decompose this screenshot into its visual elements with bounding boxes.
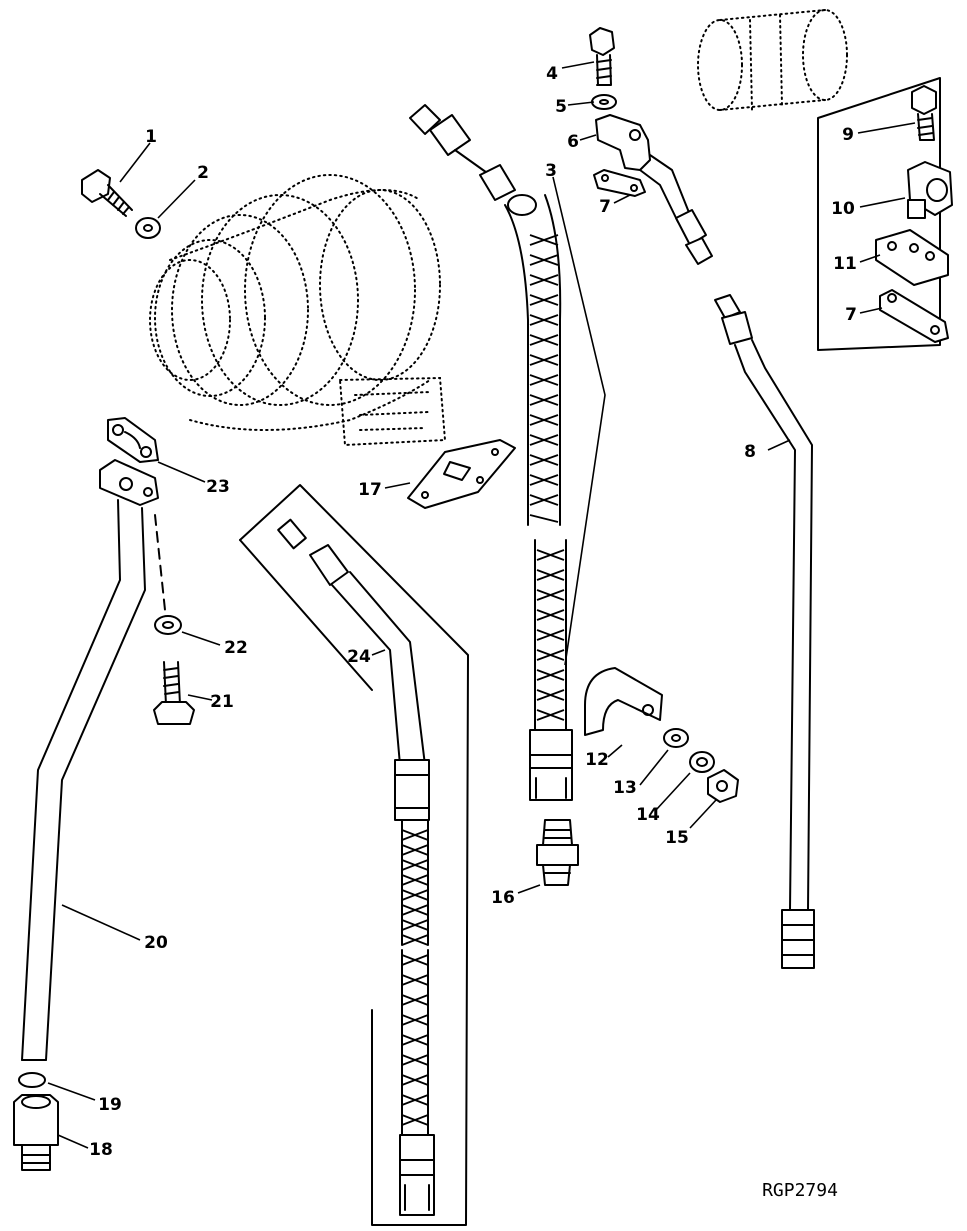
- oil-return-line-20: [21, 459, 159, 1061]
- turbocharger-phantom: [149, 174, 447, 447]
- callout-21: 21: [210, 692, 234, 712]
- gasket-7-inset: [879, 289, 949, 343]
- reference-code: RGP2794: [762, 1180, 838, 1201]
- callout-23: 23: [206, 477, 230, 497]
- hose-armor-3: [529, 234, 565, 721]
- callout-20: 20: [144, 933, 168, 953]
- housing-phantom: [697, 9, 848, 111]
- callout-2: 2: [197, 163, 209, 183]
- washer-13: [663, 728, 689, 748]
- callout-labels: 1 2 3 4 5 6 7 7 8 9 10 11 12 13 14 15 16…: [89, 64, 857, 1201]
- callout-14: 14: [636, 805, 660, 825]
- gasket-7: [593, 169, 646, 197]
- callout-7: 7: [599, 197, 611, 217]
- inset-box: [817, 77, 941, 351]
- o-ring-19: [18, 1072, 46, 1088]
- cap-screw-4: [589, 27, 615, 86]
- gasket-17: [407, 439, 516, 509]
- oil-line-8: [714, 294, 815, 969]
- oil-hose-3: [409, 104, 606, 801]
- callout-24: 24: [347, 647, 371, 667]
- callout-13: 13: [613, 778, 637, 798]
- callout-10: 10: [831, 199, 855, 219]
- gasket-23: [107, 417, 159, 463]
- cap-screw-9: [911, 85, 937, 141]
- callout-5: 5: [555, 97, 567, 117]
- oil-inlet-line-24: [239, 484, 469, 1226]
- callout-17: 17: [358, 480, 382, 500]
- fitting-18: [13, 1094, 59, 1171]
- washer-2: [135, 217, 161, 239]
- callout-22: 22: [224, 638, 248, 658]
- callout-11: 11: [833, 254, 857, 274]
- washer-5: [591, 94, 617, 110]
- clamp-12: [584, 667, 663, 736]
- flange-6: [595, 114, 713, 265]
- spacer-11: [875, 229, 949, 286]
- callout-18: 18: [89, 1140, 113, 1160]
- callout-16: 16: [491, 888, 515, 908]
- cap-screw-21: [153, 661, 195, 725]
- cap-screw-1: [81, 169, 133, 217]
- lock-washer-22: [154, 615, 182, 635]
- adapter-16: [536, 819, 579, 886]
- callout-7-inset: 7: [845, 305, 857, 325]
- elbow-10: [907, 161, 953, 219]
- nut-15: [707, 769, 739, 803]
- callout-12: 12: [585, 750, 609, 770]
- callout-9: 9: [842, 125, 854, 145]
- callout-8: 8: [744, 442, 756, 462]
- callout-19: 19: [98, 1095, 122, 1115]
- dashed-guide: [154, 514, 166, 611]
- callout-1: 1: [145, 127, 157, 147]
- callout-15: 15: [665, 828, 689, 848]
- callout-3: 3: [545, 161, 557, 181]
- hose-armor-24: [401, 829, 429, 1126]
- leader-lines: [47, 61, 916, 1149]
- callout-6: 6: [567, 132, 579, 152]
- lock-washer-14: [689, 751, 715, 773]
- callout-4: 4: [546, 64, 558, 84]
